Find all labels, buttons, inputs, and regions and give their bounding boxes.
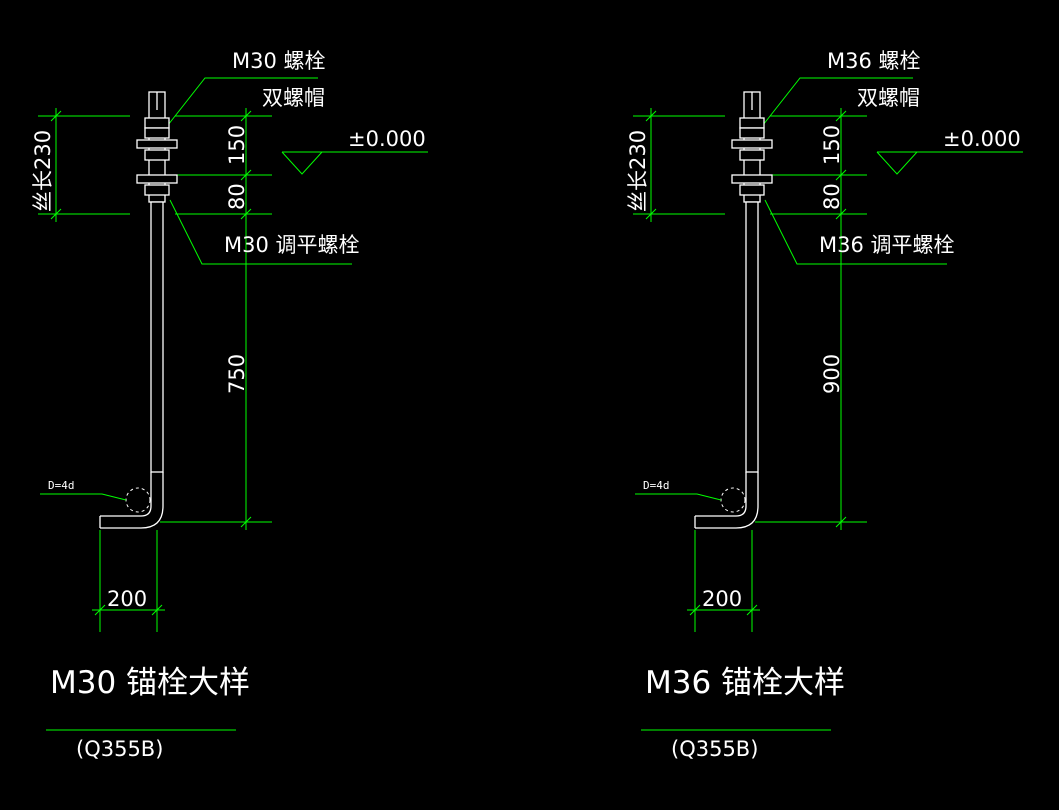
hook-dimension: 200 — [92, 530, 165, 632]
dim-top: 150 — [225, 125, 249, 165]
dim-top: 150 — [820, 125, 844, 165]
bolt-label: M36 螺栓 — [827, 49, 921, 73]
thread-length-label: 丝长230 — [31, 130, 55, 212]
vertical-dimension-chain: 150 80 750 — [160, 108, 272, 530]
bend-label: D=4d — [643, 479, 670, 492]
bolt-label-leader — [762, 77, 913, 126]
bolt-label-leader — [167, 77, 318, 126]
elevation-marker: ±0.000 — [876, 127, 1023, 175]
leveling-bolt-label: M30 调平螺栓 — [224, 233, 360, 257]
anchor-bolt-detail-m30: M30 螺栓 双螺帽 ±0.000 丝长230 — [31, 49, 428, 761]
thread-length-label: 丝长230 — [626, 130, 650, 212]
detail-title: M36 锚栓大样 — [645, 665, 845, 701]
anchor-bolt-detail-m36: M36 螺栓 双螺帽 ±0.000 丝长230 150 80 — [626, 49, 1023, 761]
leveling-bolt-leader — [764, 199, 947, 265]
bend-radius-callout: D=4d — [40, 479, 151, 513]
hook-dimension: 200 — [687, 530, 760, 632]
hook-dim: 200 — [702, 587, 742, 611]
hook-dim: 200 — [107, 587, 147, 611]
thread-length-dimension: 丝长230 — [626, 108, 725, 222]
bend-radius-callout: D=4d — [635, 479, 746, 513]
detail-title: M30 锚栓大样 — [50, 665, 250, 701]
leveling-bolt-label: M36 调平螺栓 — [819, 233, 955, 257]
leveling-bolt-leader — [169, 199, 352, 265]
dim-long: 750 — [225, 354, 249, 394]
anchor-bolt-shape — [99, 91, 178, 529]
vertical-dimension-chain: 150 80 900 — [755, 108, 867, 530]
thread-length-dimension: 丝长230 — [31, 108, 130, 222]
material-label: (Q355B) — [76, 737, 163, 761]
elevation-marker: ±0.000 — [281, 127, 428, 175]
anchor-bolt-shape — [694, 91, 773, 529]
elevation-label: ±0.000 — [348, 127, 426, 151]
elevation-label: ±0.000 — [943, 127, 1021, 151]
double-nut-label: 双螺帽 — [857, 86, 920, 110]
bolt-label: M30 螺栓 — [232, 49, 326, 73]
material-label: (Q355B) — [671, 737, 758, 761]
dim-mid: 80 — [820, 183, 844, 210]
bend-label: D=4d — [48, 479, 75, 492]
double-nut-label: 双螺帽 — [262, 86, 325, 110]
dim-long: 900 — [820, 354, 844, 394]
dim-mid: 80 — [225, 183, 249, 210]
